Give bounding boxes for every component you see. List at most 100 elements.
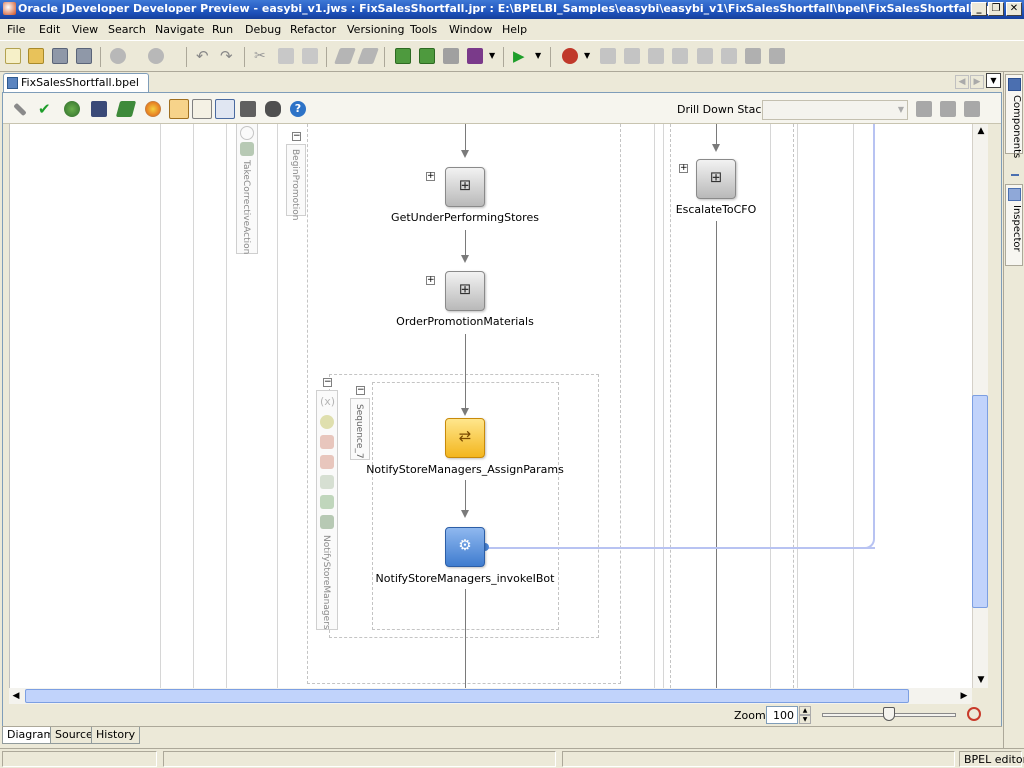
- editor-tab-fixsalesshortfall[interactable]: FixSalesShortfall.bpel: [3, 73, 149, 92]
- collapse-sequence-icon[interactable]: −: [356, 385, 365, 395]
- menu-run[interactable]: Run: [212, 23, 234, 36]
- chevron-down-icon[interactable]: ▼: [489, 51, 496, 60]
- tab-history[interactable]: History: [91, 727, 141, 744]
- save-all-icon[interactable]: [76, 48, 92, 64]
- menu-view[interactable]: View: [72, 23, 99, 36]
- copy-icon[interactable]: [278, 48, 294, 64]
- terminate-icon[interactable]: [769, 48, 785, 64]
- menu-refactor[interactable]: Refactor: [290, 23, 337, 36]
- expand-orderpromotionmaterials-icon[interactable]: +: [426, 275, 435, 285]
- menu-search[interactable]: Search: [108, 23, 146, 36]
- collapse-notifystoremanagers-icon[interactable]: −: [323, 377, 332, 387]
- palette-icon[interactable]: [145, 101, 161, 117]
- redo-icon[interactable]: ↷: [220, 47, 233, 65]
- activity-getunderperformingstores[interactable]: ⊞: [445, 167, 485, 207]
- restore-button[interactable]: ❐: [988, 2, 1004, 16]
- drill-down-stack-select[interactable]: ▼: [762, 100, 908, 120]
- globe-icon[interactable]: [64, 101, 80, 117]
- expand-view-icon[interactable]: [192, 99, 212, 119]
- collapse-view-icon[interactable]: [169, 99, 189, 119]
- rebuild-icon[interactable]: [419, 48, 435, 64]
- menu-help[interactable]: Help: [502, 23, 528, 36]
- tab-source[interactable]: Source: [50, 727, 98, 744]
- save-icon[interactable]: [52, 48, 68, 64]
- tab-scroll-right-icon[interactable]: ▶: [970, 75, 984, 89]
- activity-notifystoremanagers-assignparams[interactable]: ⇄: [445, 418, 485, 458]
- activity-orderpromotionmaterials[interactable]: ⊞: [445, 271, 485, 311]
- scroll-down-icon[interactable]: ▼: [977, 675, 985, 685]
- menu-debug[interactable]: Debug: [245, 23, 282, 36]
- make-icon[interactable]: [395, 48, 411, 64]
- lane-line: [226, 124, 227, 688]
- step-to-end-icon[interactable]: [672, 48, 688, 64]
- activity-escalatetocfo[interactable]: ⊞: [696, 159, 736, 199]
- clean-icon[interactable]: [443, 48, 459, 64]
- tab-scroll-left-icon[interactable]: ◀: [955, 75, 969, 89]
- chevron-down-icon[interactable]: ▼: [584, 51, 591, 60]
- back-icon[interactable]: [110, 48, 126, 64]
- drill-down-icon[interactable]: [916, 101, 932, 117]
- close-button[interactable]: ✕: [1006, 2, 1022, 16]
- menu-file[interactable]: File: [7, 23, 26, 36]
- menu-tools[interactable]: Tools: [410, 23, 438, 36]
- scroll-left-icon[interactable]: ◀: [12, 691, 20, 701]
- show-overview-icon[interactable]: [215, 99, 235, 119]
- binoculars-icon[interactable]: [91, 101, 107, 117]
- chevron-down-icon[interactable]: ▼: [535, 51, 542, 60]
- components-panel-tab[interactable]: Components: [1005, 74, 1023, 158]
- step-into-icon[interactable]: [624, 48, 640, 64]
- wrench-icon[interactable]: [13, 102, 27, 117]
- tab-list-dropdown-icon[interactable]: ▼: [986, 73, 1001, 88]
- flow-connector: [716, 124, 717, 144]
- step-out-icon[interactable]: [648, 48, 664, 64]
- view-icon[interactable]: [265, 101, 281, 117]
- cut-icon[interactable]: ✂: [254, 48, 266, 64]
- status-panel: [163, 751, 556, 767]
- flag-icon[interactable]: [115, 101, 137, 117]
- step-over-icon[interactable]: [600, 48, 616, 64]
- new-icon[interactable]: [5, 48, 21, 64]
- horizontal-scroll-thumb[interactable]: [25, 689, 909, 703]
- scope-icon: ⊞: [458, 280, 472, 298]
- bpel-diagram-canvas[interactable]: TakeCorrectiveAction − BeginPromotion − …: [9, 124, 972, 688]
- paste-icon[interactable]: [302, 48, 318, 64]
- menu-versioning[interactable]: Versioning: [347, 23, 405, 36]
- gear-icon: ⚙: [458, 536, 472, 554]
- deploy-icon[interactable]: [467, 48, 483, 64]
- partner-link-line: [863, 124, 875, 549]
- vertical-scroll-thumb[interactable]: [972, 395, 988, 608]
- menu-navigate[interactable]: Navigate: [155, 23, 205, 36]
- zoom-fit-icon[interactable]: [967, 707, 981, 721]
- zoom-up-icon[interactable]: ▲: [799, 706, 811, 715]
- help-icon[interactable]: ?: [290, 101, 306, 117]
- zoom-slider-thumb[interactable]: [883, 707, 895, 721]
- stop-icon[interactable]: [745, 48, 761, 64]
- scroll-right-icon[interactable]: ▶: [960, 691, 968, 701]
- collapse-beginpromotion-icon[interactable]: −: [292, 131, 301, 141]
- print-icon[interactable]: [240, 101, 256, 117]
- debug-icon[interactable]: [562, 48, 578, 64]
- expand-escalatetocfo-icon[interactable]: +: [679, 163, 688, 173]
- inspector-panel-tab[interactable]: Inspector: [1005, 184, 1023, 266]
- expand-getunderperformingstores-icon[interactable]: +: [426, 171, 435, 181]
- minimize-button[interactable]: _: [971, 2, 987, 16]
- open-folder-icon[interactable]: [28, 48, 44, 64]
- run-icon[interactable]: ▶: [513, 47, 525, 65]
- undo-icon[interactable]: ↶: [196, 47, 209, 65]
- right-side-rail: Components Inspector: [1003, 72, 1024, 748]
- edit-icon[interactable]: [334, 48, 356, 64]
- resume-icon[interactable]: [697, 48, 713, 64]
- scroll-up-icon[interactable]: ▲: [977, 126, 985, 136]
- zoom-input[interactable]: 100: [766, 706, 798, 724]
- partner-link-port[interactable]: [481, 543, 489, 551]
- pause-icon[interactable]: [721, 48, 737, 64]
- forward-icon[interactable]: [148, 48, 164, 64]
- validate-check-icon[interactable]: ✔: [38, 100, 51, 118]
- drill-up-icon[interactable]: [940, 101, 956, 117]
- menu-window[interactable]: Window: [449, 23, 493, 36]
- zoom-down-icon[interactable]: ▼: [799, 715, 811, 724]
- menu-edit[interactable]: Edit: [39, 23, 61, 36]
- activity-notifystoremanagers-invokeibot[interactable]: ⚙: [445, 527, 485, 567]
- clear-stack-icon[interactable]: [964, 101, 980, 117]
- edit-all-icon[interactable]: [357, 48, 379, 64]
